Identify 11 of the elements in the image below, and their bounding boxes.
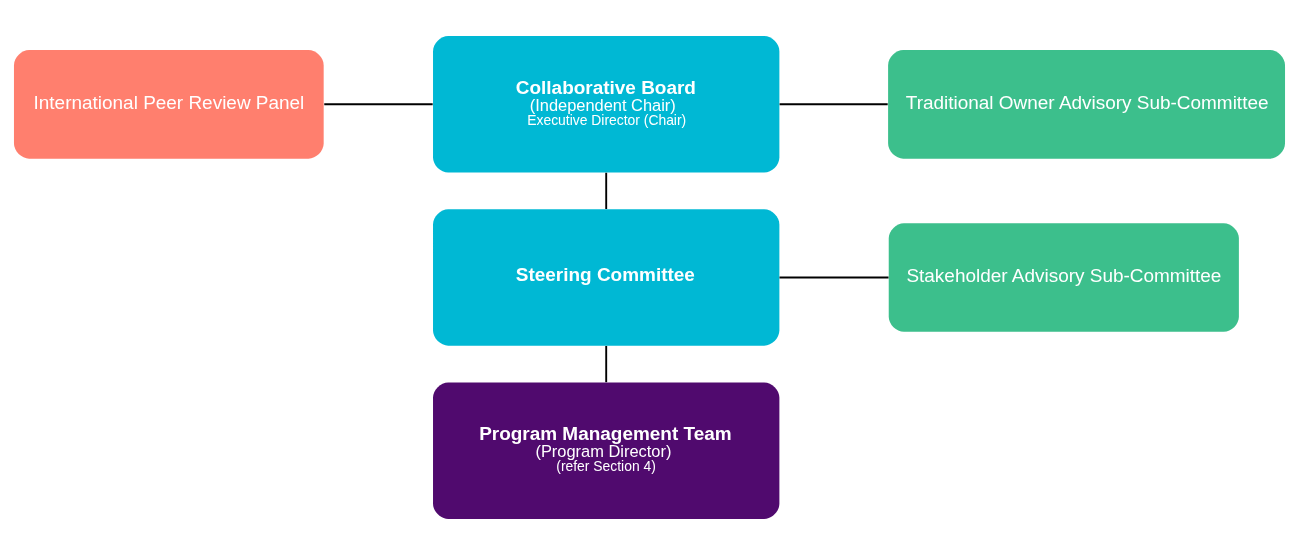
node-box: Program Management Team (Program Director) (refer Section 4) bbox=[433, 382, 780, 519]
connector bbox=[778, 276, 890, 279]
node-box: International Peer Review Panel bbox=[13, 49, 324, 159]
node-box: Collaborative Board (Independent Chair) Executive Director (Chair) bbox=[433, 36, 780, 173]
node-box: Stakeholder Advisory Sub-Committee bbox=[888, 223, 1239, 332]
node-box: Traditional Owner Advisory Sub-Committee bbox=[888, 49, 1286, 159]
connector bbox=[605, 345, 608, 384]
connector bbox=[605, 171, 608, 210]
node-box: Steering Committee bbox=[433, 209, 780, 346]
connector bbox=[323, 103, 434, 106]
connector bbox=[778, 103, 889, 106]
